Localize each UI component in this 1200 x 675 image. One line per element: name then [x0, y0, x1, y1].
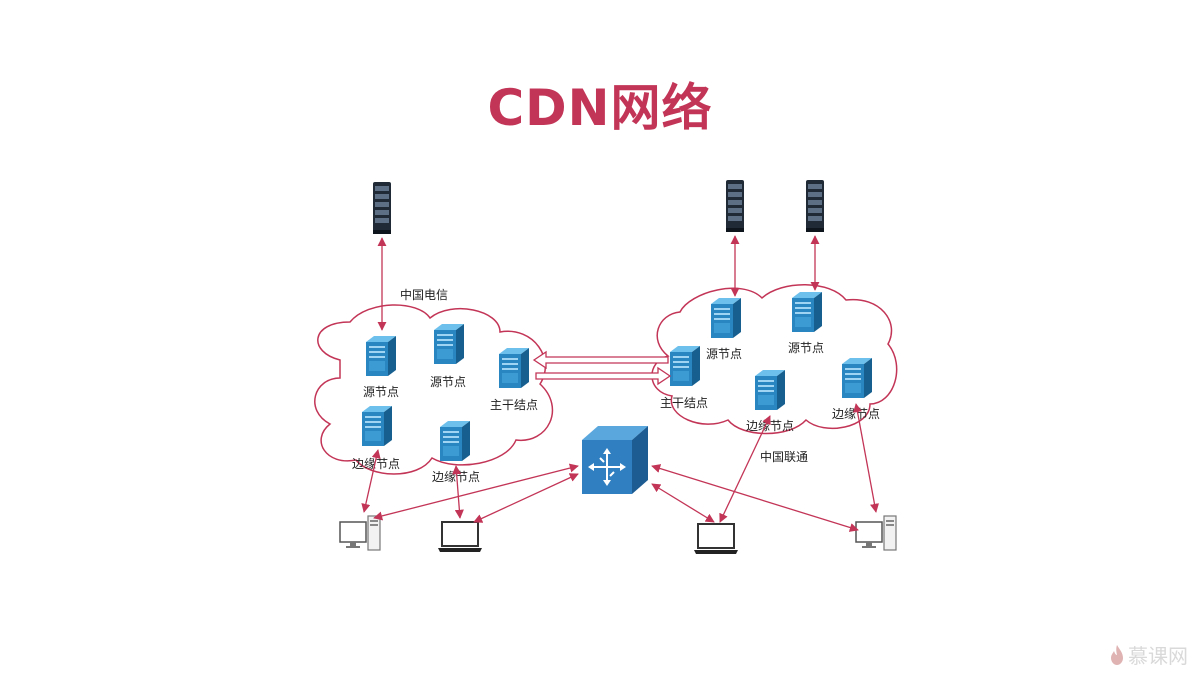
source-node-label: 源节点	[363, 385, 399, 399]
server-tower-icon	[755, 370, 785, 410]
desktop-pc-icon	[339, 515, 381, 551]
datacenter-server-icon	[726, 180, 744, 232]
server-tower-icon	[440, 421, 470, 461]
watermark-text: 慕课网	[1128, 644, 1188, 668]
server-tower-icon	[670, 346, 700, 386]
source-node-label: 源节点	[788, 341, 824, 355]
server-tower-icon	[499, 348, 529, 388]
server-tower-icon	[842, 358, 872, 398]
unicom-label: 中国联通	[760, 449, 808, 464]
telecom-label: 中国电信	[400, 287, 448, 302]
backbone-node-label: 主干结点	[490, 398, 538, 412]
server-tower-icon	[792, 292, 822, 332]
datacenter-server-icon	[373, 182, 391, 234]
page-title: CDN网络	[487, 79, 713, 137]
flame-logo-icon	[1111, 644, 1123, 665]
router-icon	[582, 426, 648, 494]
laptop-icon	[693, 523, 739, 555]
server-tower-icon	[434, 324, 464, 364]
desktop-pc-icon	[855, 515, 897, 551]
edge-node-label: 边缘节点	[832, 407, 880, 421]
source-node-label: 源节点	[706, 347, 742, 361]
edge-node-label: 边缘节点	[746, 419, 794, 433]
server-tower-icon	[362, 406, 392, 446]
client-links	[361, 403, 879, 532]
datacenter-server-icon	[806, 180, 824, 232]
backbone-link	[532, 350, 672, 386]
backbone-node-label: 主干结点	[660, 396, 708, 410]
source-node-label: 源节点	[430, 375, 466, 389]
laptop-icon	[437, 521, 483, 553]
telecom-cloud	[314, 304, 554, 475]
server-tower-icon	[366, 336, 396, 376]
server-tower-icon	[711, 298, 741, 338]
watermark: 慕课网	[1110, 640, 1188, 669]
